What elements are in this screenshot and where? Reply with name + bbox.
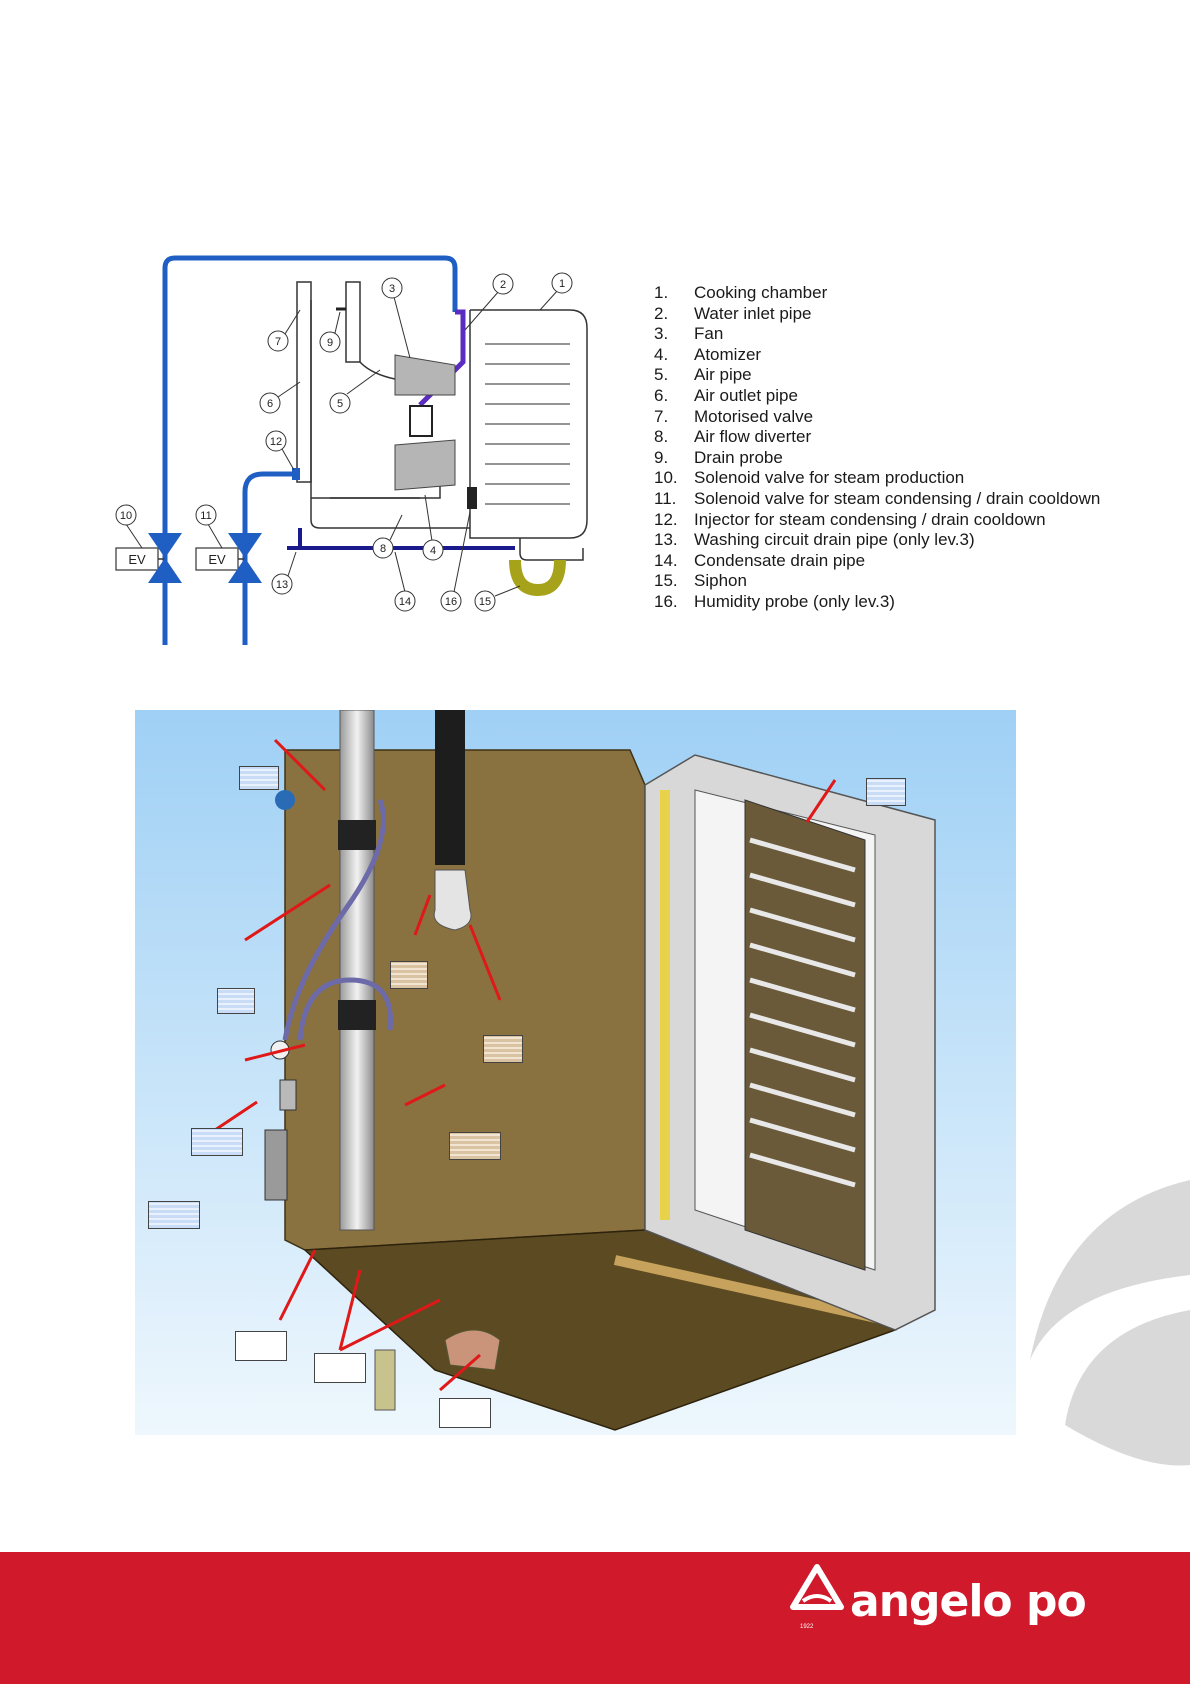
legend-item: 14.Condensate drain pipe [654,550,866,570]
legend-item: 11.Solenoid valve for steam condensing /… [654,488,1101,508]
legend-item: 12.Injector for steam condensing / drain… [654,509,1046,529]
legend-item: 7.Motorised valve [654,406,814,426]
callout-15: 15 [474,585,521,612]
svg-text:4: 4 [430,545,436,557]
legend-item: 5.Air pipe [654,365,752,385]
water-supply-lines [162,255,458,645]
legend-item: 9.Drain probe [654,447,783,467]
render-label-box [235,1331,287,1361]
svg-text:14: 14 [399,596,411,608]
callout-13: 13 [271,551,297,595]
legend-item: 4.Atomizer [654,344,762,364]
callout-14: 14 [394,551,416,612]
svg-text:2: 2 [500,279,506,291]
callout-12: 12 [265,430,295,471]
air-pipe [435,710,465,865]
svg-text:15: 15 [479,596,491,608]
brand-tagline: 1922 [800,1624,814,1630]
callout-5: 5 [329,369,381,414]
svg-text:1: 1 [559,278,565,290]
legend-item: 13.Washing circuit drain pipe (only lev.… [654,530,975,550]
callout-3: 3 [381,277,411,359]
svg-text:7: 7 [275,336,281,348]
render-label-box [148,1201,200,1229]
legend-item: 1.Cooking chamber [654,283,828,302]
oven-racks [749,837,856,1188]
injector-12 [292,468,300,480]
washing-drain-line [287,528,302,550]
legend-item: 3.Fan [654,324,724,344]
render-label-box [191,1128,243,1156]
legend-item: 16.Humidity probe (only lev.3) [654,591,895,611]
svg-text:13: 13 [276,579,288,591]
humidity-probe-mark [467,487,477,509]
callout-8: 8 [372,514,403,559]
render-label-box [314,1353,366,1383]
callout-7: 7 [267,309,301,352]
air-outlet-pipe [339,710,375,1231]
water-inlet-hose [282,799,386,1041]
callout-2: 2 [464,273,514,331]
brand-swoosh-watermark [1030,1180,1190,1466]
oven-schematic-diagram: EV EV 1 2 3 4 5 6 7 8 9 10 11 12 13 14 1… [115,255,588,645]
brand-footer [0,1552,1190,1684]
component-legend: 1.Cooking chamber 2.Water inlet pipe 3.F… [654,283,1100,613]
brand-name: angelo po [850,1576,1087,1627]
svg-text:5: 5 [337,398,343,410]
callout-circles: 1 2 3 4 5 6 7 8 9 10 11 12 13 14 15 16 [115,272,573,612]
render-label-box [217,988,255,1014]
render-label-box [483,1035,523,1063]
legend-item: 2.Water inlet pipe [654,303,812,323]
callout-4: 4 [422,494,444,561]
solenoid-valve [275,790,295,810]
callout-6: 6 [259,381,301,414]
oven-bottom-tray [303,1229,898,1431]
water-loop-hose [297,977,393,1041]
svg-text:16: 16 [445,596,457,608]
cooking-chamber [469,309,588,561]
svg-text:9: 9 [327,337,333,349]
svg-text:10: 10 [120,510,132,522]
render-label-box [439,1398,491,1428]
callout-9: 9 [319,311,341,353]
fan-housing [296,281,470,529]
callout-1: 1 [539,272,573,311]
oven-3d-render [135,710,1016,1435]
svg-text:8: 8 [380,543,386,555]
render-label-box [449,1132,501,1160]
render-label-box [390,961,428,989]
ev-label-left: EV [128,552,146,567]
angelo-po-logo-icon [790,1564,844,1610]
legend-item: 8.Air flow diverter [654,427,812,447]
render-label-box [239,766,279,790]
siphon-fitting [444,1329,501,1371]
svg-text:12: 12 [270,436,282,448]
callout-16: 16 [440,511,471,612]
callout-10: 10 [115,504,143,549]
render-label-box [866,778,906,806]
svg-text:11: 11 [200,510,211,522]
callout-11: 11 [195,504,223,549]
svg-text:6: 6 [267,398,273,410]
fan [394,354,456,491]
ev-label-right: EV [208,552,226,567]
legend-item: 10.Solenoid valve for steam production [654,468,965,488]
solenoid-valve-11: EV [195,533,262,583]
legend-item: 15.Siphon [654,571,747,591]
legend-item: 6.Air outlet pipe [654,385,798,405]
svg-text:3: 3 [389,283,395,295]
solenoid-valve-10: EV [115,533,182,583]
siphon [509,559,566,597]
